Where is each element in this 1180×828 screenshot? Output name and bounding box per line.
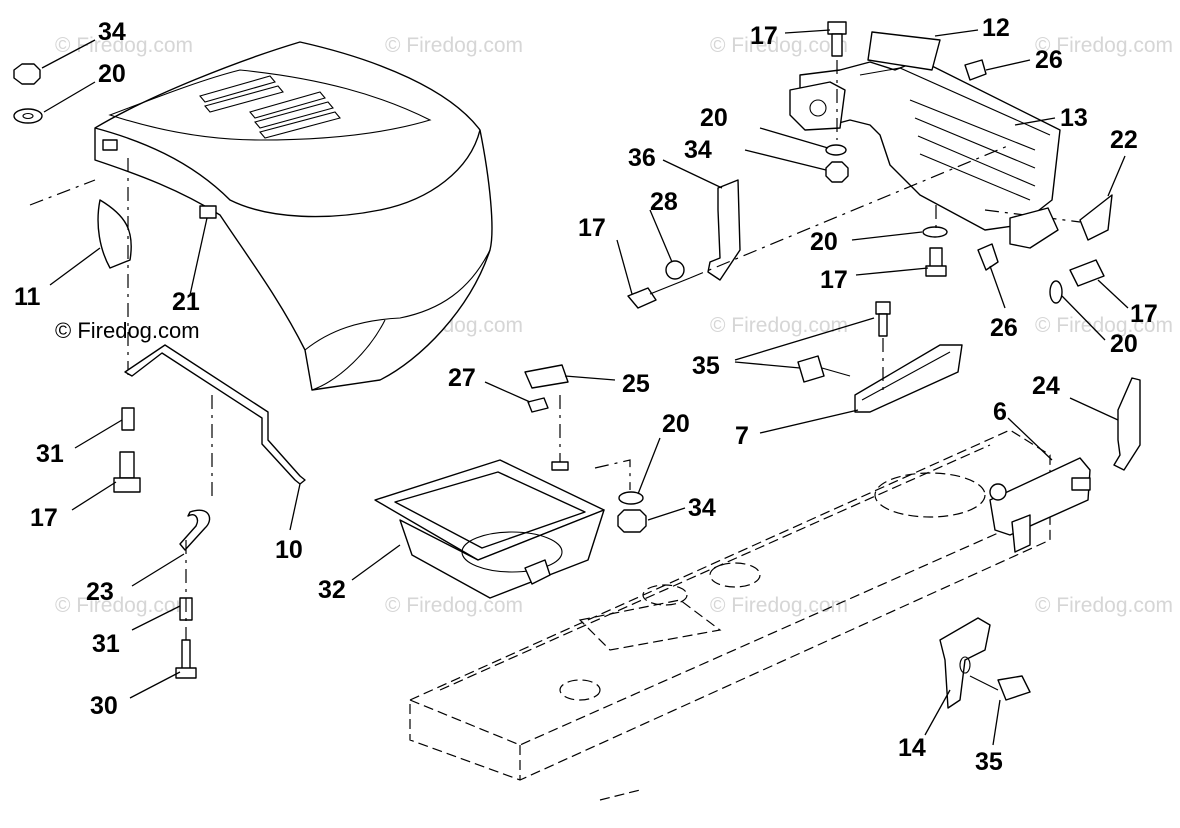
- callout-22: 22: [1110, 126, 1138, 154]
- watermark: © Firedog.com: [385, 34, 523, 57]
- callout-7: 7: [735, 422, 749, 450]
- spacer-31-icon: [121, 407, 135, 431]
- callout-12: 12: [982, 14, 1010, 42]
- bracket-22: [1079, 194, 1113, 241]
- callout-14: 14: [898, 734, 926, 762]
- callout-20: 20: [1110, 330, 1138, 358]
- leader-lines: [41, 29, 1129, 746]
- watermark: © Firedog.com: [1035, 314, 1173, 337]
- nut-34-icon: [825, 161, 849, 183]
- washer-20-icon: [922, 226, 948, 238]
- plate-12: [867, 31, 941, 71]
- callout-17: 17: [820, 266, 848, 294]
- washer-20-icon: [825, 144, 847, 156]
- bolt-35-icon: [875, 301, 891, 315]
- callout-31: 31: [92, 630, 120, 658]
- lock-washer-28-icon: [665, 260, 685, 280]
- tray-32: [374, 364, 647, 599]
- grille-assembly: [789, 31, 1113, 271]
- bracket-23: [179, 509, 211, 551]
- watermark: © Firedog.com: [1035, 594, 1173, 617]
- washer-20-icon: [13, 108, 43, 124]
- support-rod-10: [124, 344, 306, 485]
- callout-26: 26: [1035, 46, 1063, 74]
- callouts: 34 20 11 21 31 17 10 23 31 30 32 27 25 2…: [14, 14, 1158, 776]
- bolt-17-icon: [827, 21, 847, 35]
- callout-34: 34: [98, 18, 126, 46]
- callout-31: 31: [36, 440, 64, 468]
- clip-26-icon: [964, 59, 987, 81]
- callout-11: 11: [14, 283, 41, 311]
- watermark: © Firedog.com: [385, 594, 523, 617]
- callout-17: 17: [30, 504, 58, 532]
- callout-34: 34: [684, 136, 712, 164]
- hood-tab: [102, 139, 118, 151]
- callout-17: 17: [750, 22, 778, 50]
- callout-20: 20: [662, 410, 690, 438]
- bracket-7: [797, 301, 963, 413]
- hood-vents: [199, 75, 341, 139]
- hardware-left: [13, 63, 306, 679]
- callout-20: 20: [98, 60, 126, 88]
- nut-34-icon: [13, 63, 41, 85]
- callout-30: 30: [90, 692, 118, 720]
- tray-tab: [551, 461, 569, 471]
- hardware-right: [627, 21, 1105, 309]
- bolt-17-icon: [929, 247, 943, 269]
- watermark: © Firedog.com: [710, 314, 848, 337]
- bracket-36: [707, 179, 741, 281]
- callout-25: 25: [622, 370, 650, 398]
- callout-24: 24: [1032, 372, 1060, 400]
- watermark: © Firedog.com: [710, 34, 848, 57]
- callout-36: 36: [628, 144, 656, 172]
- callout-21: 21: [172, 288, 200, 316]
- watermark: © Firedog.com: [55, 594, 193, 617]
- callout-17: 17: [1130, 300, 1158, 328]
- grille-bracket: [789, 81, 846, 131]
- watermarks: © Firedog.com © Firedog.com © Firedog.co…: [55, 34, 1173, 617]
- callout-17: 17: [578, 214, 606, 242]
- callout-26: 26: [990, 314, 1018, 342]
- watermark: © Firedog.com: [55, 34, 193, 57]
- washer-20-icon: [1049, 280, 1063, 304]
- watermark: © Firedog.com: [1035, 34, 1173, 57]
- nut-34-icon: [617, 509, 647, 533]
- hood-part: [94, 41, 493, 391]
- callout-35: 35: [692, 352, 720, 380]
- frame-chassis: [409, 429, 1051, 801]
- clip-27-icon: [527, 397, 549, 413]
- callout-13: 13: [1060, 104, 1088, 132]
- callout-20: 20: [810, 228, 838, 256]
- hood-tab: [199, 205, 217, 219]
- bolt-17-icon: [1069, 259, 1105, 287]
- bracket-14: [939, 617, 1031, 709]
- bolt-17-icon: [119, 451, 135, 479]
- watermark-dark: © Firedog.com: [55, 318, 200, 343]
- bolt-35-icon: [997, 675, 1031, 701]
- callout-32: 32: [318, 576, 346, 604]
- washer-20-icon: [618, 491, 644, 505]
- callout-10: 10: [275, 536, 303, 564]
- callout-6: 6: [993, 398, 1007, 426]
- bolt-17-icon: [627, 287, 657, 309]
- watermark: © Firedog.com: [710, 594, 848, 617]
- callout-34: 34: [688, 494, 716, 522]
- bolt-35-icon: [797, 355, 825, 383]
- grille-slots: [909, 99, 1036, 201]
- bracket-6: [989, 457, 1091, 553]
- bolt-30-icon: [181, 639, 191, 671]
- callout-27: 27: [448, 364, 476, 392]
- callout-35: 35: [975, 748, 1003, 776]
- bracket-24: [1113, 377, 1141, 471]
- plate-25: [524, 364, 569, 389]
- clip-26-icon: [977, 243, 999, 271]
- callout-20: 20: [700, 104, 728, 132]
- callout-23: 23: [86, 578, 114, 606]
- callout-28: 28: [650, 188, 678, 216]
